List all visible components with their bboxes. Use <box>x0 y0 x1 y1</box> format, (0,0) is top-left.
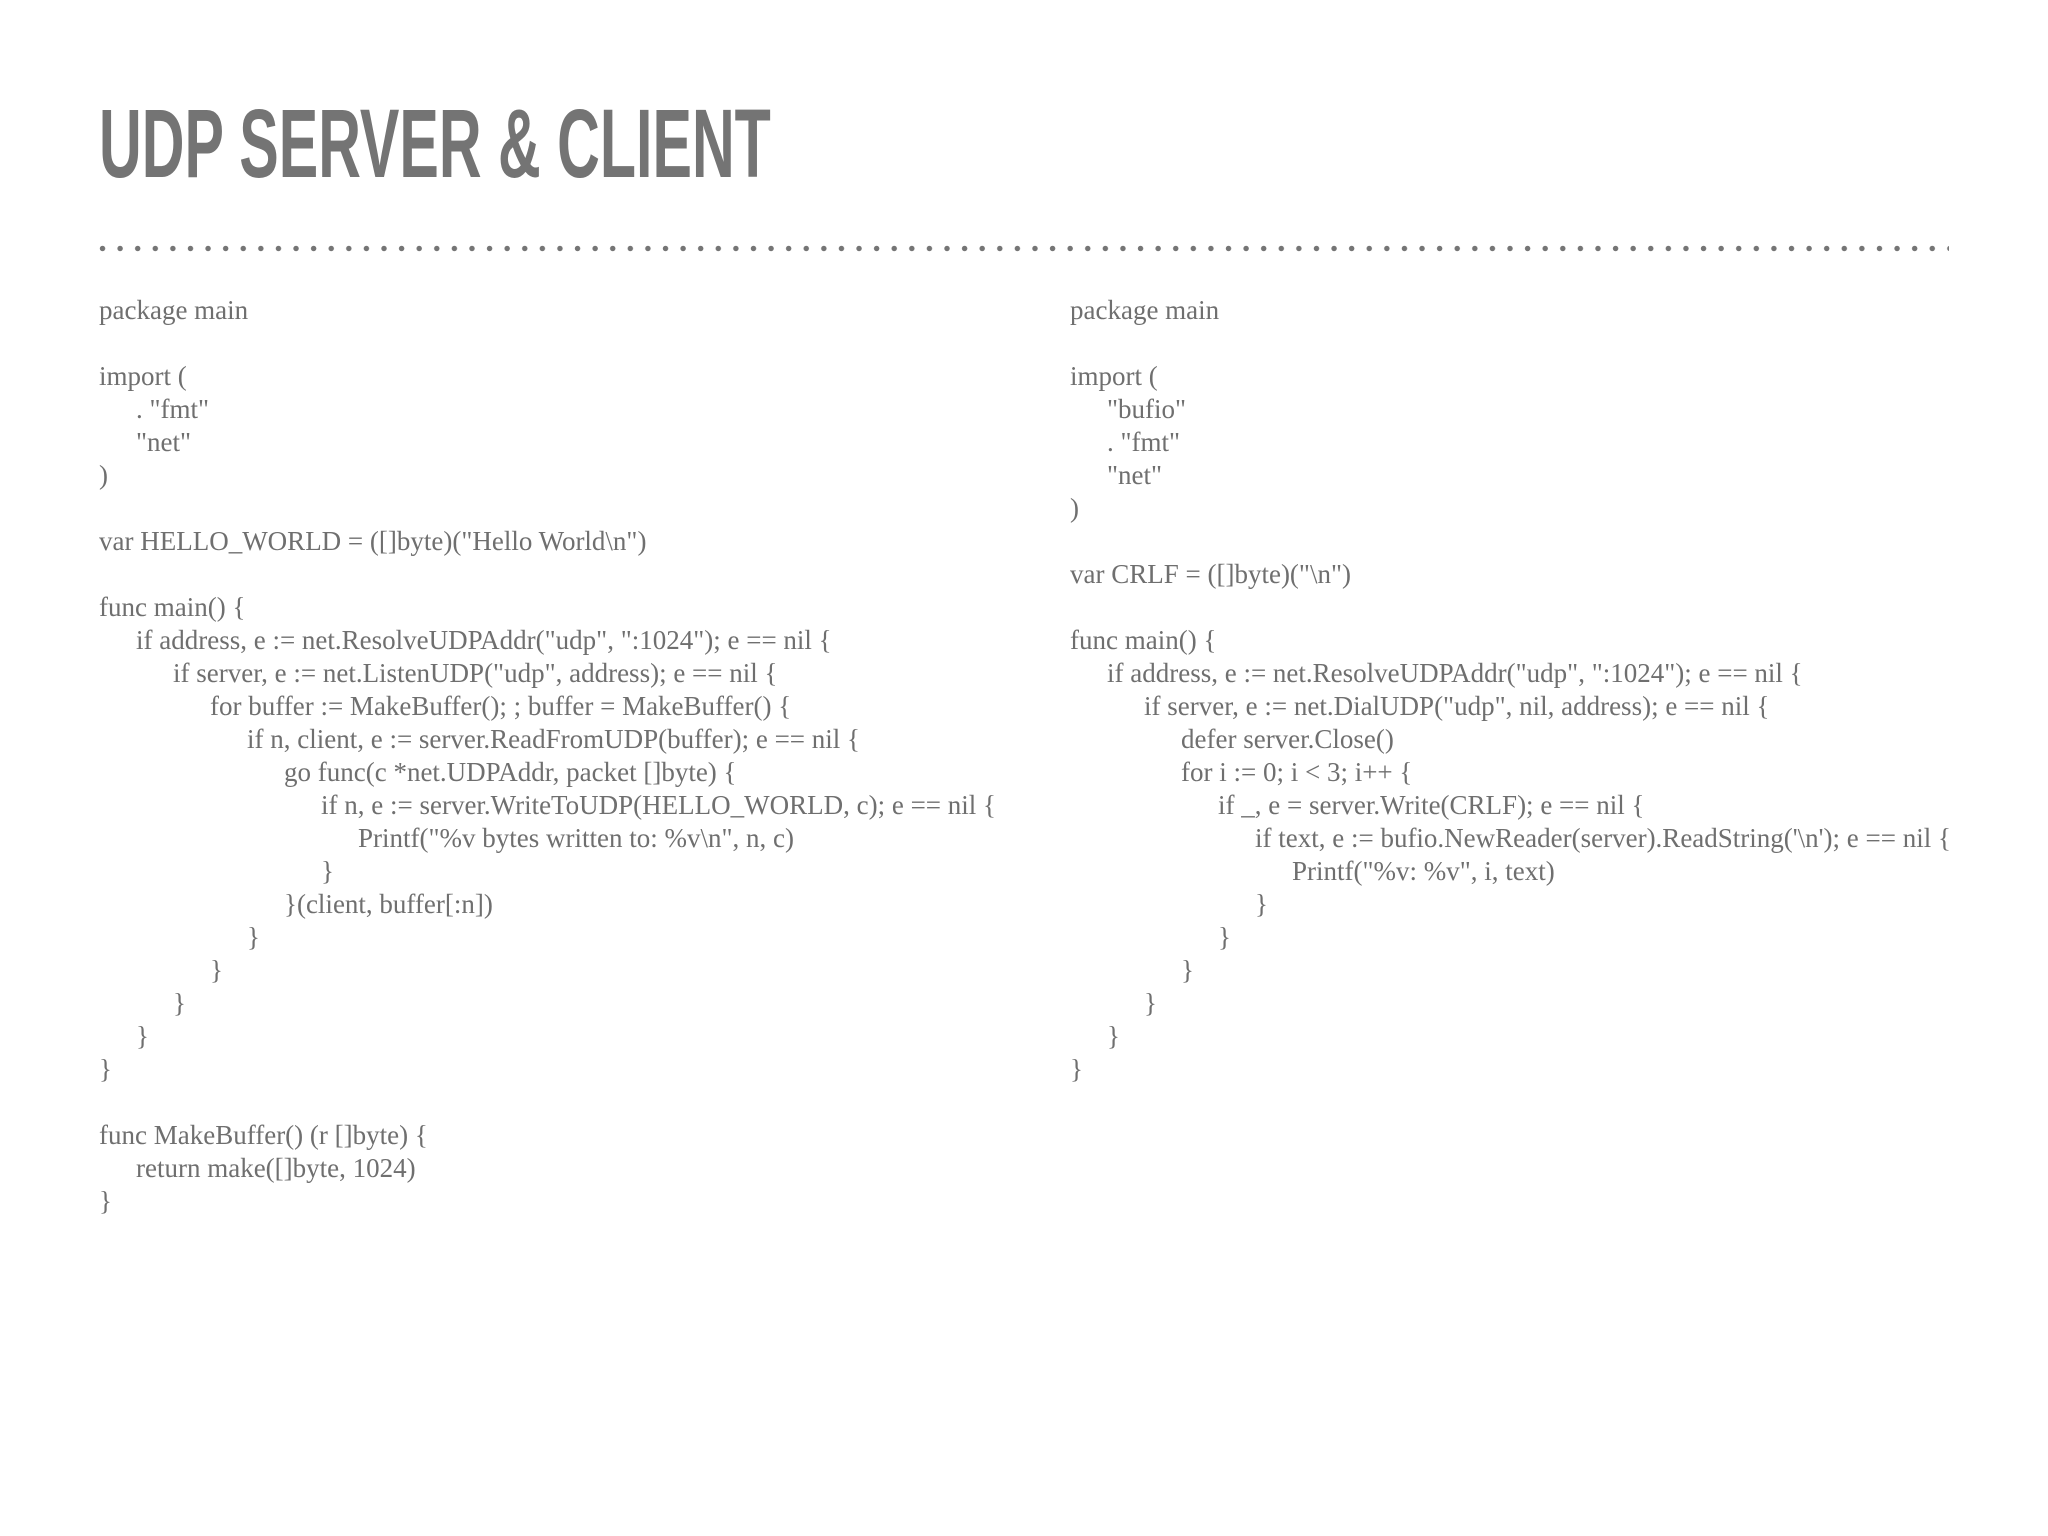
code-line <box>99 492 996 525</box>
code-line <box>1070 327 1951 360</box>
code-line: ) <box>99 460 108 490</box>
code-line: if address, e := net.ResolveUDPAddr("udp… <box>136 625 832 655</box>
code-line: defer server.Close() <box>1181 724 1394 754</box>
code-line: } <box>321 856 334 886</box>
code-line <box>99 558 996 591</box>
code-line <box>99 327 996 360</box>
code-line: package main <box>1070 295 1220 325</box>
code-line: for buffer := MakeBuffer(); ; buffer = M… <box>210 691 792 721</box>
code-line: for i := 0; i < 3; i++ { <box>1181 757 1413 787</box>
code-line: } <box>173 988 186 1018</box>
code-line: "net" <box>1107 460 1163 490</box>
code-line: if n, e := server.WriteToUDP(HELLO_WORLD… <box>321 790 996 820</box>
code-line: package main <box>99 295 249 325</box>
code-line: } <box>210 955 223 985</box>
code-line: var CRLF = ([]byte)("\n") <box>1070 559 1351 589</box>
code-line: ) <box>1070 493 1079 523</box>
code-line: if _, e = server.Write(CRLF); e == nil { <box>1218 790 1645 820</box>
code-line: "net" <box>136 427 192 457</box>
code-line <box>1070 591 1951 624</box>
dotted-divider <box>99 245 1949 252</box>
code-column-udp-server: package main import (. "fmt""net") var HEL… <box>99 294 996 1218</box>
code-line: } <box>99 1186 112 1216</box>
code-line: import ( <box>99 361 187 391</box>
code-line: import ( <box>1070 361 1158 391</box>
code-line: "bufio" <box>1107 394 1187 424</box>
code-line: } <box>247 922 260 952</box>
code-line: } <box>1218 922 1231 952</box>
code-line: } <box>1144 988 1157 1018</box>
code-line: func main() { <box>99 592 246 622</box>
code-line: go func(c *net.UDPAddr, packet []byte) { <box>284 757 737 787</box>
code-column-udp-client: package main import ("bufio". "fmt""net")… <box>1070 294 1951 1086</box>
code-line: return make([]byte, 1024) <box>136 1153 416 1183</box>
code-line: if server, e := net.ListenUDP("udp", add… <box>173 658 778 688</box>
code-line: if server, e := net.DialUDP("udp", nil, … <box>1144 691 1770 721</box>
code-line: Printf("%v bytes written to: %v\n", n, c… <box>358 823 794 853</box>
code-line: } <box>1255 889 1268 919</box>
code-line: } <box>136 1021 149 1051</box>
code-line: . "fmt" <box>1107 427 1181 457</box>
code-line: . "fmt" <box>136 394 210 424</box>
code-line <box>99 1086 996 1119</box>
code-line: } <box>1070 1054 1083 1084</box>
code-line: }(client, buffer[:n]) <box>284 889 493 919</box>
code-line: } <box>99 1054 112 1084</box>
page-title: UDP SERVER & CLIENT <box>99 89 771 198</box>
code-line: Printf("%v: %v", i, text) <box>1292 856 1555 886</box>
code-line: if text, e := bufio.NewReader(server).Re… <box>1255 823 1951 853</box>
code-line: func MakeBuffer() (r []byte) { <box>99 1120 428 1150</box>
code-line: if address, e := net.ResolveUDPAddr("udp… <box>1107 658 1803 688</box>
code-line: var HELLO_WORLD = ([]byte)("Hello World\… <box>99 526 647 556</box>
code-line: if n, client, e := server.ReadFromUDP(bu… <box>247 724 860 754</box>
code-line <box>1070 525 1951 558</box>
code-line: func main() { <box>1070 625 1217 655</box>
code-line: } <box>1107 1021 1120 1051</box>
code-line: } <box>1181 955 1194 985</box>
